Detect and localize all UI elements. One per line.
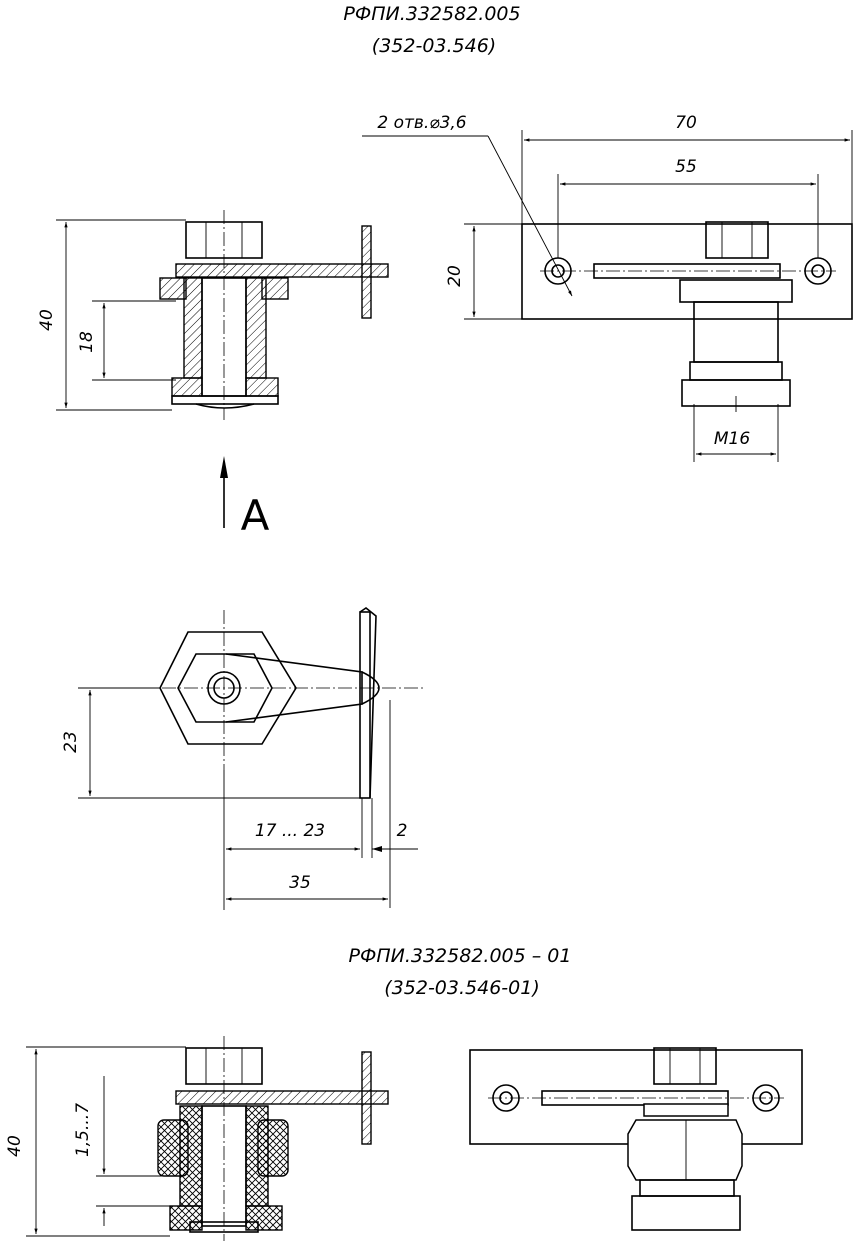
drawing1-code: РФПИ.332582.005: [343, 3, 520, 25]
dim-2: 2: [397, 821, 408, 841]
variant-section-view: 40 1,5...7: [5, 1036, 389, 1241]
view-label: A: [241, 491, 270, 540]
holes-note: 2 отв.⌀3,6: [377, 113, 466, 133]
drawing2-code: РФПИ.332582.005 – 01: [349, 945, 572, 967]
dim-range: 17 ... 23: [255, 821, 325, 841]
dim-35: 35: [289, 873, 311, 893]
dim-55: 55: [675, 157, 697, 177]
side-view: 70 55 20 2 отв.⌀3,6 M16: [362, 113, 853, 462]
dim-20: 20: [445, 265, 465, 287]
dim-40: 40: [37, 309, 57, 331]
top-view-a: 23 17 ... 23 2 35: [61, 607, 426, 910]
variant-side-view: [469, 1047, 803, 1231]
drawing2-subcode: (352-03.546-01): [384, 977, 539, 999]
thread-size: M16: [714, 429, 750, 449]
drawing1-subcode: (352-03.546): [372, 35, 496, 57]
dim-range-small: 1,5...7: [73, 1103, 93, 1157]
dim-18: 18: [77, 331, 97, 353]
dim-23: 23: [61, 731, 81, 753]
view-arrow-a: A: [220, 456, 270, 540]
dim-70: 70: [675, 113, 697, 133]
dim-40-variant: 40: [5, 1135, 25, 1157]
front-section-view: 40 18: [37, 210, 389, 420]
